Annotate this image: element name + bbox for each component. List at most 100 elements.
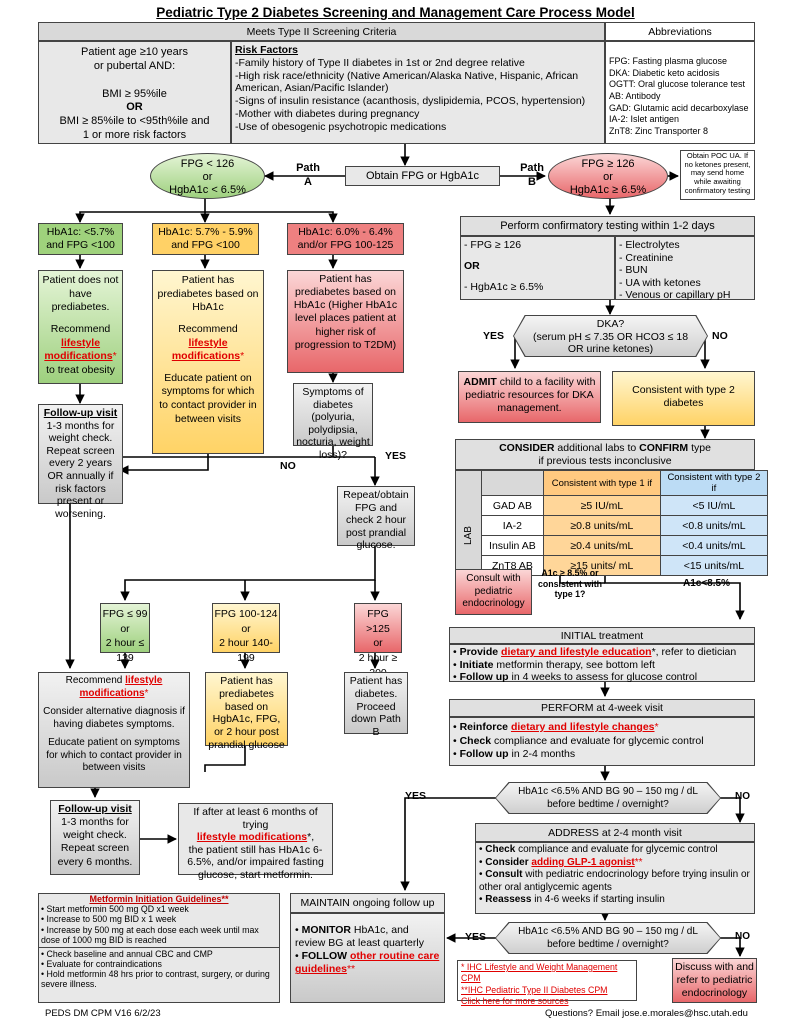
abbrev-item: AB: Antibody <box>609 91 661 102</box>
a1c-low-label: A1c<8.5% <box>683 578 730 589</box>
confirm-right: - Electrolytes - Creatinine - BUN - UA w… <box>615 236 755 301</box>
patient-criteria: Patient age ≥10 years or pubertal AND: B… <box>38 41 231 144</box>
age-line: Patient age ≥10 years <box>81 46 188 58</box>
symptoms-question: Symptoms of diabetes (polyuria, polydips… <box>293 383 373 461</box>
risk-item: -Signs of insulin resistance (acanthosis… <box>235 95 586 108</box>
consult-endo-box: Consult with pediatric endocrinology <box>455 569 532 615</box>
followup-title: Follow-up visit <box>43 407 118 419</box>
risk-item: -Mother with diabetes during pregnancy <box>235 107 420 120</box>
obtain-fpg-box: Obtain FPG or HgbA1c <box>345 166 500 186</box>
risk-item: -Use of obesogenic psychotropic medicati… <box>235 120 447 133</box>
footer-version: PEDS DM CPM V16 6/2/23 <box>45 1008 161 1019</box>
footer-contact[interactable]: Questions? Email jose.e.morales@hsc.utah… <box>545 1008 748 1019</box>
educate-text: Educate patient on symptoms for which to… <box>159 371 257 425</box>
initial-header: INITIAL treatment <box>449 627 755 644</box>
obesity-text: to treat obesity <box>46 363 115 376</box>
type2-value: <0.4 units/mL <box>659 535 768 556</box>
maintain-body: • MONITOR HbA1c, and review BG at least … <box>290 913 445 1003</box>
metformin-dose-list: • Start metformin 500 mg QD x1 week • In… <box>41 904 259 945</box>
hex1-yes-label: YES <box>405 790 427 802</box>
routine-care-link[interactable]: other routine care guidelines <box>295 950 440 976</box>
abbrev-item: OGTT: Oral glucose tolerance test <box>609 79 746 90</box>
yellow-header: HbA1c: 5.7% - 5.9% and FPG <100 <box>152 223 259 255</box>
week4-body: • Reinforce dietary and lifestyle change… <box>449 717 755 766</box>
hex2-yes-label: YES <box>465 931 487 943</box>
yellow-body: Patient has prediabetes based on HbA1c R… <box>152 270 264 454</box>
prediabetes-text: Patient has prediabetes based on HbA1c <box>157 274 259 314</box>
maintain-header: MAINTAIN ongoing follow up <box>290 893 445 913</box>
abbrev-item: DKA: Diabetic keto acidosis <box>609 67 720 78</box>
lab-table: Consistent with type 1 if Consistent wit… <box>455 470 768 576</box>
address-header: ADDRESS at 2-4 month visit <box>475 823 755 842</box>
consider-labs-header: CONSIDER additional labs to CONFIRM type… <box>455 439 755 470</box>
abbrev-item: GAD: Glutamic acid decarboxylase <box>609 102 749 113</box>
risk-factors-title: Risk Factors <box>235 44 299 56</box>
lab-name: IA-2 <box>480 515 544 536</box>
no-label: NO <box>280 460 296 472</box>
type2-value: <5 IU/mL <box>659 495 768 516</box>
followup-body: 1-3 months for weight check. Repeat scre… <box>46 419 115 520</box>
lifestyle-link[interactable]: lifestyle modifications <box>79 675 163 699</box>
type1-value: ≥0.4 units/mL <box>542 535 661 556</box>
metformin-guidelines: Metformin Initiation Guidelines** • Star… <box>38 893 280 1003</box>
followup-visit-1: Follow-up visit 1-3 months for weight ch… <box>38 404 123 520</box>
followup-body: 1-3 months for weight check. Repeat scre… <box>57 816 133 868</box>
lifestyle-link[interactable]: lifestyle modifications <box>196 831 308 844</box>
lifestyle-link[interactable]: lifestyle modifications <box>44 336 113 363</box>
type1-value: ≥0.8 units/mL <box>542 515 661 536</box>
metformin-title: Metformin Initiation Guidelines** <box>89 894 229 904</box>
risk-item: -Family history of Type II diabetes in 1… <box>235 56 525 69</box>
type2-value: <0.8 units/mL <box>659 515 768 536</box>
lifestyle-link[interactable]: lifestyle modifications <box>171 336 241 363</box>
educate-text: Educate patient on symptoms for which to… <box>46 737 182 773</box>
abbreviations-header: Abbreviations <box>605 22 755 41</box>
dietary-education-link[interactable]: dietary and lifestyle education <box>501 646 652 658</box>
confirm-header: Perform confirmatory testing within 1-2 … <box>460 216 755 236</box>
criteria-header: Meets Type II Screening Criteria <box>38 22 605 41</box>
abbrev-item: ZnT8: Zinc Transporter 8 <box>609 126 709 137</box>
bmi-95-line: BMI ≥ 95%ile <box>102 87 167 100</box>
or-label: OR <box>126 101 143 114</box>
references-box: * IHC Lifestyle and Weight Management CP… <box>457 960 637 1006</box>
dka-yes-label: YES <box>483 330 505 342</box>
prediabetes-ogtt-box: Patient has prediabetes based on HgbA1c,… <box>205 672 288 751</box>
has-diabetes-box: Patient has diabetes. Proceed down Path … <box>344 672 408 738</box>
address-body: • Check compliance and evaluate for glyc… <box>475 842 755 914</box>
discuss-endo-box: Discuss with and refer to pediatric endo… <box>672 958 757 1003</box>
lab-table-wrap: Consistent with type 1 if Consistent wit… <box>455 470 768 576</box>
bmi-85-line: BMI ≥ 85%ile to <95th%ile and <box>59 115 210 127</box>
hex2-no-label: NO <box>735 931 750 942</box>
more-sources-link[interactable]: Click here for more sources <box>461 996 569 1007</box>
abbreviations-list: FPG: Fasting plasma glucose DKA: Diabeti… <box>605 41 755 144</box>
recommend-text: Recommend <box>178 322 238 335</box>
alt-diagnosis-text: Consider alternative diagnosis if having… <box>43 706 185 730</box>
admit-box: ADMIT child to a facility with pediatric… <box>458 371 601 423</box>
type1-value: ≥15 units/ mL <box>542 555 661 576</box>
risk-factors: Risk Factors -Family history of Type II … <box>231 41 605 144</box>
type2-value: <15 units/mL <box>659 555 768 576</box>
dietary-changes-link[interactable]: dietary and lifestyle changes <box>510 721 655 733</box>
type1-col-header: Consistent with type 1 if <box>542 470 661 496</box>
ref-lifestyle-link[interactable]: * IHC Lifestyle and Weight Management CP… <box>461 962 618 984</box>
glp1-link[interactable]: adding GLP-1 agonist <box>531 856 635 868</box>
type1-value: ≥5 IU/mL <box>542 495 661 516</box>
abbrev-item: FPG: Fasting plasma glucose <box>609 56 728 66</box>
risk-count-line: 1 or more risk factors <box>82 128 187 141</box>
risk-item: -High risk race/ethnicity (Native Americ… <box>235 69 579 95</box>
week4-header: PERFORM at 4-week visit <box>449 699 755 717</box>
dka-no-label: NO <box>712 330 728 342</box>
red-body: Patient has prediabetes based on HbA1c (… <box>287 270 404 373</box>
green-header: HbA1c: <5.7% and FPG <100 <box>38 223 123 255</box>
hex1-no-label: NO <box>735 791 750 802</box>
no-prediabetes-text: Patient does not have prediabetes. <box>42 274 119 314</box>
ref-diabetes-link[interactable]: **IHC Pediatric Type II Diabetes CPM <box>461 984 608 995</box>
